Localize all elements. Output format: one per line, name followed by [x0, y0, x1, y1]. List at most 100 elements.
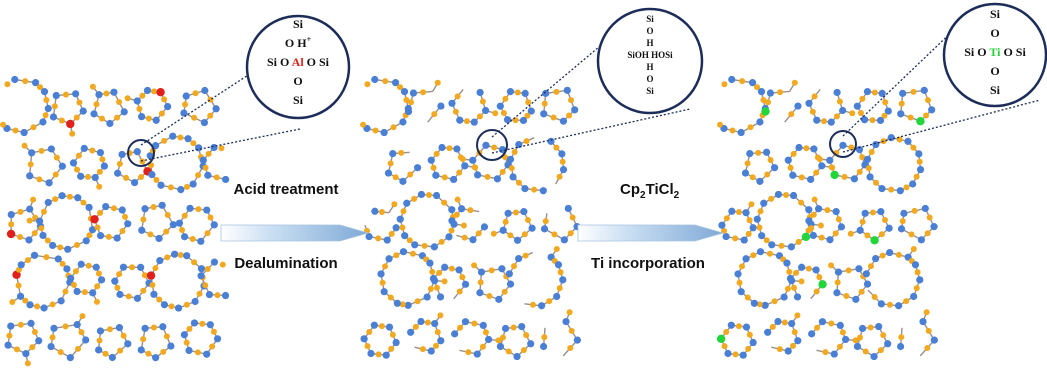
silicon-atom — [110, 88, 118, 96]
label-dealumination: Dealumination — [234, 255, 337, 272]
oxygen-atom — [13, 346, 20, 353]
oxygen-atom — [566, 309, 573, 316]
oxygen-atom — [464, 118, 471, 125]
silicon-atom — [787, 243, 795, 251]
oxygen-atom — [403, 97, 410, 104]
silicon-atom — [389, 149, 397, 158]
silicon-atom — [111, 277, 119, 285]
oxygen-atom — [522, 252, 529, 259]
silicon-atom — [737, 288, 745, 296]
silicon-atom — [833, 289, 841, 297]
silicon-atom — [210, 221, 218, 229]
silicon-atom — [4, 341, 12, 349]
silicon-atom — [899, 89, 907, 97]
heteroatom-site — [916, 116, 925, 126]
silicon-atom — [476, 289, 484, 297]
oxygen-atom — [399, 224, 406, 231]
silicon-atom — [113, 234, 121, 242]
oxygen-atom — [778, 242, 785, 249]
oxygen-atom — [867, 324, 874, 331]
formula-atom: H — [646, 38, 653, 48]
oxygen-atom — [94, 283, 101, 290]
silicon-atom — [95, 346, 103, 354]
silicon-atom — [722, 232, 730, 241]
oxygen-atom — [186, 325, 193, 332]
oxygen-atom — [477, 279, 484, 286]
silicon-atom — [438, 143, 446, 152]
oxygen-atom — [908, 231, 915, 238]
oxygen-atom — [139, 158, 146, 165]
silicon-atom — [58, 162, 66, 170]
formula-atom: H — [646, 62, 653, 72]
oxygen-atom — [569, 214, 576, 221]
oxygen-atom — [756, 301, 763, 308]
silicon-atom — [808, 330, 816, 338]
silicon-atom — [164, 103, 172, 111]
oxygen-atom — [6, 332, 13, 339]
silicon-atom — [858, 324, 867, 333]
oxygen-atom — [760, 97, 767, 104]
oxygen-atom — [795, 238, 802, 245]
oxygen-atom — [38, 147, 45, 154]
oxygen-atom — [117, 347, 124, 354]
oxygen-atom — [40, 208, 47, 215]
oxygen-atom — [808, 225, 815, 232]
silicon-atom — [766, 89, 775, 97]
silicon-atom — [480, 223, 489, 231]
silicon-atom — [850, 175, 859, 183]
silicon-atom — [916, 165, 925, 174]
silicon-atom — [411, 241, 419, 249]
oxygen-atom — [471, 320, 478, 327]
oxygen-atom — [378, 323, 385, 330]
oxygen-atom — [924, 344, 931, 351]
oxygen-atom — [446, 145, 453, 152]
oxygen-atom — [767, 156, 774, 163]
oxygen-atom — [411, 195, 418, 202]
silicon-atom — [763, 148, 771, 156]
small-circle-silanol — [476, 129, 508, 161]
oxygen-atom — [541, 100, 548, 107]
silicon-atom — [26, 301, 34, 309]
silicon-atom — [718, 221, 726, 229]
oxygen-atom — [94, 224, 101, 231]
oxygen-atom — [360, 121, 367, 128]
oxygen-atom — [790, 284, 797, 291]
oxygen-atom — [74, 166, 81, 173]
oxygen-atom — [486, 293, 493, 300]
oxygen-atom — [194, 349, 201, 356]
oxygen-atom — [8, 221, 15, 228]
silicon-atom — [469, 156, 477, 164]
magnifier-formula-row: O — [646, 74, 653, 84]
oxygen-atom — [53, 154, 60, 161]
oxygen-atom — [750, 252, 757, 259]
silicon-atom — [52, 91, 60, 100]
magnifier-formula-row: Si — [646, 14, 654, 24]
oxygen-atom — [138, 173, 145, 180]
oxygen-atom — [816, 274, 823, 281]
silicon-atom — [753, 215, 761, 223]
oxygen-atom — [524, 216, 531, 223]
silicon-atom — [506, 88, 515, 96]
oxygen-atom — [557, 269, 564, 276]
oxygen-atom — [17, 321, 24, 328]
silicon-atom — [789, 191, 798, 200]
heteroatom-site — [801, 232, 811, 242]
silicon-atom — [159, 323, 167, 331]
silicon-atom — [58, 192, 66, 200]
silicon-atom — [553, 292, 561, 301]
silicon-atom — [39, 231, 47, 240]
magnifier-formula-row: Si — [293, 93, 304, 107]
silicon-atom — [204, 171, 212, 179]
silicon-atom — [115, 324, 124, 332]
oxygen-atom — [85, 262, 92, 269]
oxygen-atom — [96, 337, 103, 344]
oxygen-atom — [214, 292, 221, 299]
silicon-atom — [360, 335, 368, 343]
oxygen-atom — [387, 294, 394, 301]
silicon-atom — [748, 79, 757, 87]
oxygen-atom — [847, 230, 854, 237]
oxygen-atom — [4, 81, 11, 88]
oxygen-atom — [822, 349, 829, 356]
silicon-atom — [887, 134, 895, 142]
magnifier-formula-row: Si — [990, 7, 1001, 21]
